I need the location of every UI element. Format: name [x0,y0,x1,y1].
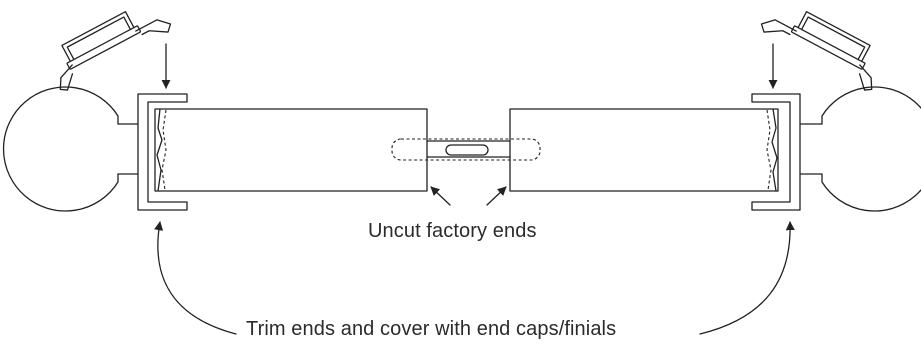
hacksaw-icon [760,11,873,91]
trim-arrow-left [154,221,237,335]
rod-connector [391,138,541,161]
right-rod [509,108,779,192]
left-finial [2,86,141,212]
left-end-cap [137,93,188,211]
uncut-arrow-left [430,186,451,206]
trim-ends-label: Trim ends and cover with end caps/finial… [246,318,617,340]
hacksaw-icon [59,11,172,91]
uncut-arrow-right [486,186,507,206]
left-rod [154,108,428,192]
uncut-factory-ends-label: Uncut factory ends [368,220,537,242]
trim-arrow-right [699,221,795,335]
right-finial [799,86,921,212]
right-end-cap [751,93,801,211]
